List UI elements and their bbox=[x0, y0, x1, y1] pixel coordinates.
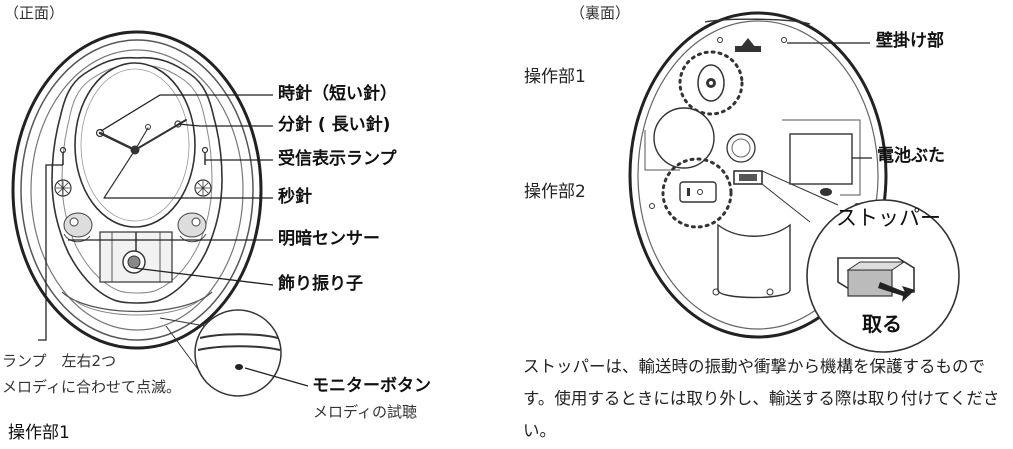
front-caption: （正面） bbox=[4, 4, 65, 22]
front-dial-inner bbox=[80, 68, 190, 222]
stopper-description: ストッパーは、輸送時の振動や衝撃から機構を保護するものです。使用するときには取り… bbox=[523, 357, 1000, 440]
front-scallop-panel bbox=[51, 56, 223, 304]
label-battery-cover: 電池ぶた bbox=[877, 146, 945, 166]
note-monitor-sub: メロディの試聴 bbox=[313, 403, 417, 421]
label-monitor-button: モニターボタン bbox=[312, 376, 431, 396]
front-frame-outer bbox=[11, 30, 263, 350]
label-second-hand: 秒針 bbox=[278, 187, 312, 207]
monitor-button-dot bbox=[235, 364, 243, 370]
monitor-button-inset bbox=[194, 309, 282, 397]
label-operation1-back: 操作部1 bbox=[524, 67, 586, 87]
front-base-arc bbox=[61, 291, 213, 313]
side-lamps bbox=[54, 146, 212, 197]
front-leaders bbox=[38, 94, 309, 387]
label-stopper: ストッパー bbox=[836, 206, 941, 230]
front-frame-ring-inner bbox=[30, 49, 244, 331]
label-receive-lamp: 受信表示ランプ bbox=[278, 149, 397, 169]
front-dial bbox=[74, 62, 196, 228]
front-scallop-panel-inner bbox=[61, 65, 213, 294]
label-wall-hook: 壁掛け部 bbox=[876, 31, 944, 51]
note-lamp-line1: ランプ 左右2つ bbox=[2, 352, 117, 370]
clock-hands bbox=[95, 119, 187, 199]
front-frame-ring bbox=[20, 39, 254, 341]
label-minute-hand: 分針 ( 長い針) bbox=[278, 115, 391, 135]
note-lamp-line2: メロディに合わせて点滅。 bbox=[2, 378, 181, 396]
label-remove: 取る bbox=[862, 312, 902, 336]
note-operation1-front: 操作部1 bbox=[8, 423, 70, 443]
label-light-sensor: 明暗センサー bbox=[278, 229, 380, 249]
back-caption: （裏面） bbox=[570, 4, 631, 22]
label-pendulum: 飾り振り子 bbox=[278, 274, 363, 294]
front-base-arc-2 bbox=[73, 299, 201, 316]
label-hour-hand: 時針（短い針） bbox=[278, 84, 397, 104]
label-operation2-back: 操作部2 bbox=[524, 182, 586, 202]
